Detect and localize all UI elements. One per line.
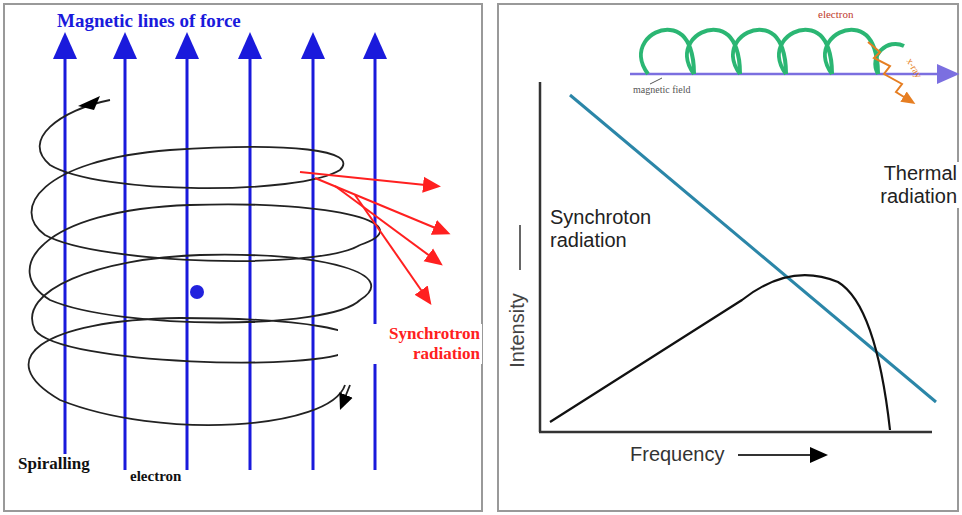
electron-dot bbox=[190, 285, 204, 299]
field-lines bbox=[65, 44, 375, 470]
axis-label: Frequency bbox=[630, 443, 725, 466]
helix-coils bbox=[641, 30, 904, 74]
axis-label: Intensity bbox=[505, 293, 528, 367]
radiation-label: Synchrotron radiation bbox=[338, 324, 482, 364]
inset-label: magnetic field bbox=[633, 84, 690, 95]
panel-frame bbox=[498, 4, 958, 511]
leader-line bbox=[650, 78, 662, 84]
spiral-arrowhead bbox=[342, 385, 350, 405]
thermal-curve bbox=[550, 275, 890, 430]
diagram-title: Magnetic lines of force bbox=[55, 10, 243, 32]
inset-label: x-ray bbox=[904, 56, 924, 80]
panel-frame bbox=[4, 4, 482, 511]
intensity-dash bbox=[519, 225, 521, 270]
spiral-arrowhead bbox=[78, 96, 100, 110]
field-axis bbox=[630, 73, 952, 76]
curve-label: Thermal radiation bbox=[845, 162, 959, 208]
curve-label: Synchroton radiation bbox=[548, 206, 672, 252]
electron-label: Spiralling bbox=[16, 454, 92, 474]
frequency-arrow bbox=[738, 454, 822, 456]
electron-label: electron bbox=[128, 468, 183, 485]
radiation-rays bbox=[300, 172, 445, 300]
xray-photon bbox=[868, 42, 912, 102]
electron-spiral bbox=[29, 100, 380, 425]
axes bbox=[539, 82, 932, 432]
inset-label: electron bbox=[818, 8, 853, 20]
